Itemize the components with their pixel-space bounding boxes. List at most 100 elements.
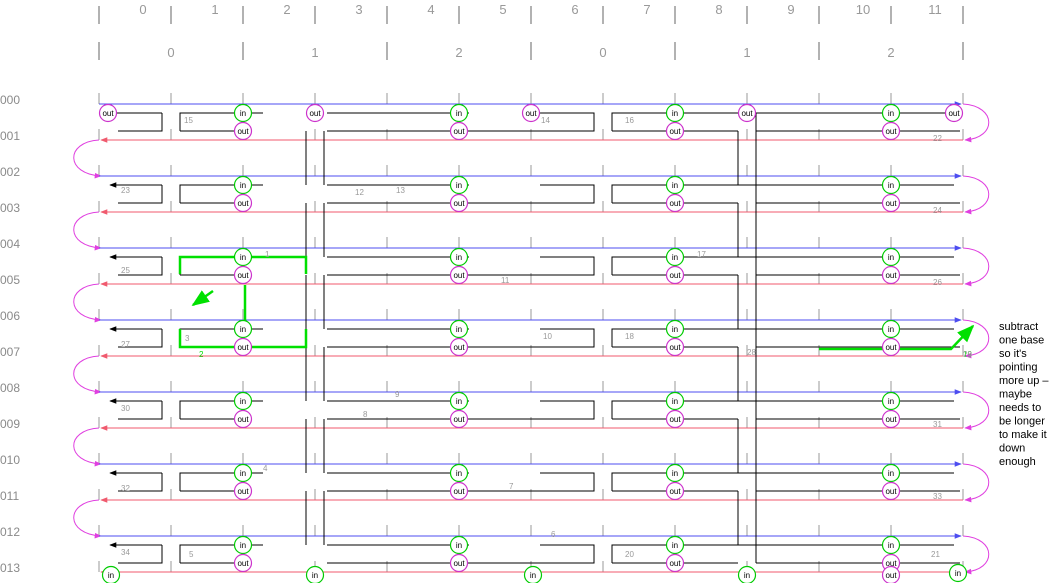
out-port: out [521, 103, 541, 123]
annotation-line: down [999, 443, 1025, 455]
row-label: 006 [0, 309, 20, 323]
crossover-loop-left [73, 499, 102, 539]
row-label: 009 [0, 417, 20, 431]
staple-strand [118, 545, 163, 564]
out-port: out [98, 103, 118, 123]
crossover-loop-left [73, 211, 102, 251]
svg-text:in: in [456, 109, 462, 118]
in-port: in [101, 565, 121, 583]
helix-tick-label: 4 [427, 2, 434, 17]
out-port: out [233, 409, 253, 429]
svg-text:out: out [237, 487, 249, 496]
crossover-loop-right [962, 175, 990, 215]
row-label: 012 [0, 525, 20, 539]
annotation-line: enough [999, 456, 1036, 468]
group-tick-label: 1 [311, 45, 318, 60]
in-port: in [233, 535, 253, 555]
in-port: in [881, 175, 901, 195]
crossover-loop-left [73, 355, 102, 395]
svg-text:in: in [888, 253, 894, 262]
out-port: out [449, 193, 469, 213]
group-tick-label: 0 [599, 45, 606, 60]
in-port: in [233, 463, 253, 483]
svg-text:out: out [669, 343, 681, 352]
staple-strand [118, 329, 163, 348]
annotation-line: more up – [999, 375, 1049, 387]
svg-text:in: in [240, 397, 246, 406]
out-port: out [665, 193, 685, 213]
staple-number-label: 1 [265, 250, 270, 259]
out-port: out [449, 337, 469, 357]
svg-text:out: out [669, 127, 681, 136]
svg-text:in: in [456, 181, 462, 190]
helix-tick-label: 0 [139, 2, 146, 17]
in-port: in [948, 563, 968, 583]
staple-strand [611, 328, 756, 347]
in-port: in [233, 103, 253, 123]
svg-text:in: in [888, 469, 894, 478]
svg-text:out: out [453, 127, 465, 136]
svg-text:in: in [672, 325, 678, 334]
annotation-line: so it's [999, 348, 1027, 360]
in-port: in [881, 247, 901, 267]
annotation-line: be longer [999, 416, 1045, 428]
helix-tick-label: 9 [787, 2, 794, 17]
group-tick-label: 2 [455, 45, 462, 60]
helix-tick-label: 6 [571, 2, 578, 17]
helix-tick-label: 10 [856, 2, 870, 17]
svg-text:out: out [102, 109, 114, 118]
staple-number-label: 32 [121, 484, 130, 493]
out-port: out [449, 121, 469, 141]
svg-text:out: out [948, 109, 960, 118]
svg-text:out: out [885, 415, 897, 424]
svg-text:out: out [237, 199, 249, 208]
svg-text:out: out [885, 343, 897, 352]
out-port: out [233, 481, 253, 501]
svg-text:in: in [240, 325, 246, 334]
annotation-line: one base [999, 335, 1044, 347]
svg-text:out: out [237, 415, 249, 424]
staple-strand [469, 544, 595, 564]
out-port: out [665, 121, 685, 141]
row-label: 002 [0, 165, 20, 179]
staple-number-label: 22 [933, 134, 942, 143]
staple-strand [118, 257, 163, 276]
staple-strand [469, 328, 595, 348]
staple-number-label: 11 [501, 276, 510, 285]
in-port: in [881, 535, 901, 555]
staple-number-label: 17 [697, 250, 706, 259]
staple-strand [611, 256, 756, 275]
out-port: out [881, 409, 901, 429]
staple-strand [118, 401, 163, 420]
staple-strand [469, 472, 595, 492]
svg-text:out: out [453, 415, 465, 424]
crossover-loop-left [73, 139, 102, 179]
row-label: 008 [0, 381, 20, 395]
in-port: in [881, 103, 901, 123]
row-label: 004 [0, 237, 20, 251]
svg-text:out: out [237, 127, 249, 136]
svg-text:in: in [240, 541, 246, 550]
svg-text:in: in [672, 541, 678, 550]
in-port: in [665, 463, 685, 483]
svg-text:out: out [453, 343, 465, 352]
annotation-line: needs to [999, 402, 1041, 414]
crossover-loop-right [962, 391, 990, 431]
svg-text:out: out [525, 109, 537, 118]
svg-text:in: in [672, 469, 678, 478]
row-label: 005 [0, 273, 20, 287]
ports: in out in out in out in out in out in out in out in out… [98, 103, 968, 583]
svg-text:in: in [108, 571, 114, 580]
crossover-loop-left [73, 283, 102, 323]
crossover-loop-right [962, 319, 990, 359]
staple-number-label: 5 [189, 550, 194, 559]
staple-number-label: 4 [263, 464, 268, 473]
crossover-loop-right [962, 463, 990, 503]
in-port: in [233, 247, 253, 267]
svg-text:out: out [885, 271, 897, 280]
in-port: in [449, 103, 469, 123]
staple-strand [469, 400, 595, 420]
crossover-loop-right [962, 103, 990, 143]
